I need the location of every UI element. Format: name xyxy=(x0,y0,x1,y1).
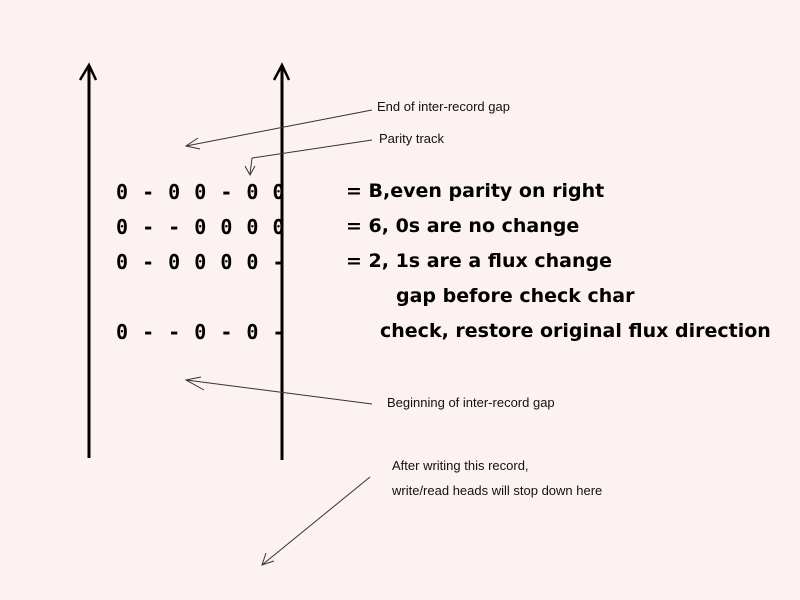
after-writing-label-2: write/read heads will stop down here xyxy=(392,483,603,498)
bit-row-1-code: 0 - 0 0 - 0 0 xyxy=(116,180,286,204)
left-arrow xyxy=(78,62,98,458)
bit-row-3-code: 0 - 0 0 0 0 - xyxy=(116,250,286,274)
begin-gap-pointer xyxy=(184,376,373,405)
check-row-desc: check, restore original flux direction xyxy=(380,320,771,342)
begin-gap-label: Beginning of inter-record gap xyxy=(387,395,555,410)
check-row-code: 0 - - 0 - 0 - xyxy=(116,320,286,344)
bit-row-1-desc: = B,even parity on right xyxy=(346,180,605,202)
end-gap-label: End of inter-record gap xyxy=(377,99,510,114)
parity-track-pointer xyxy=(244,139,373,177)
parity-track-label: Parity track xyxy=(379,131,445,146)
bit-row-3-desc: = 2, 1s are a flux change xyxy=(346,250,612,272)
bit-row-2-desc: = 6, 0s are no change xyxy=(346,215,580,237)
end-gap-pointer xyxy=(184,109,373,150)
stop-position-pointer xyxy=(261,476,371,566)
after-writing-label-1: After writing this record, xyxy=(392,458,529,473)
gap-row-desc: gap before check char xyxy=(396,285,635,307)
right-arrow xyxy=(272,62,291,460)
bit-row-2-code: 0 - - 0 0 0 0 xyxy=(116,215,286,239)
